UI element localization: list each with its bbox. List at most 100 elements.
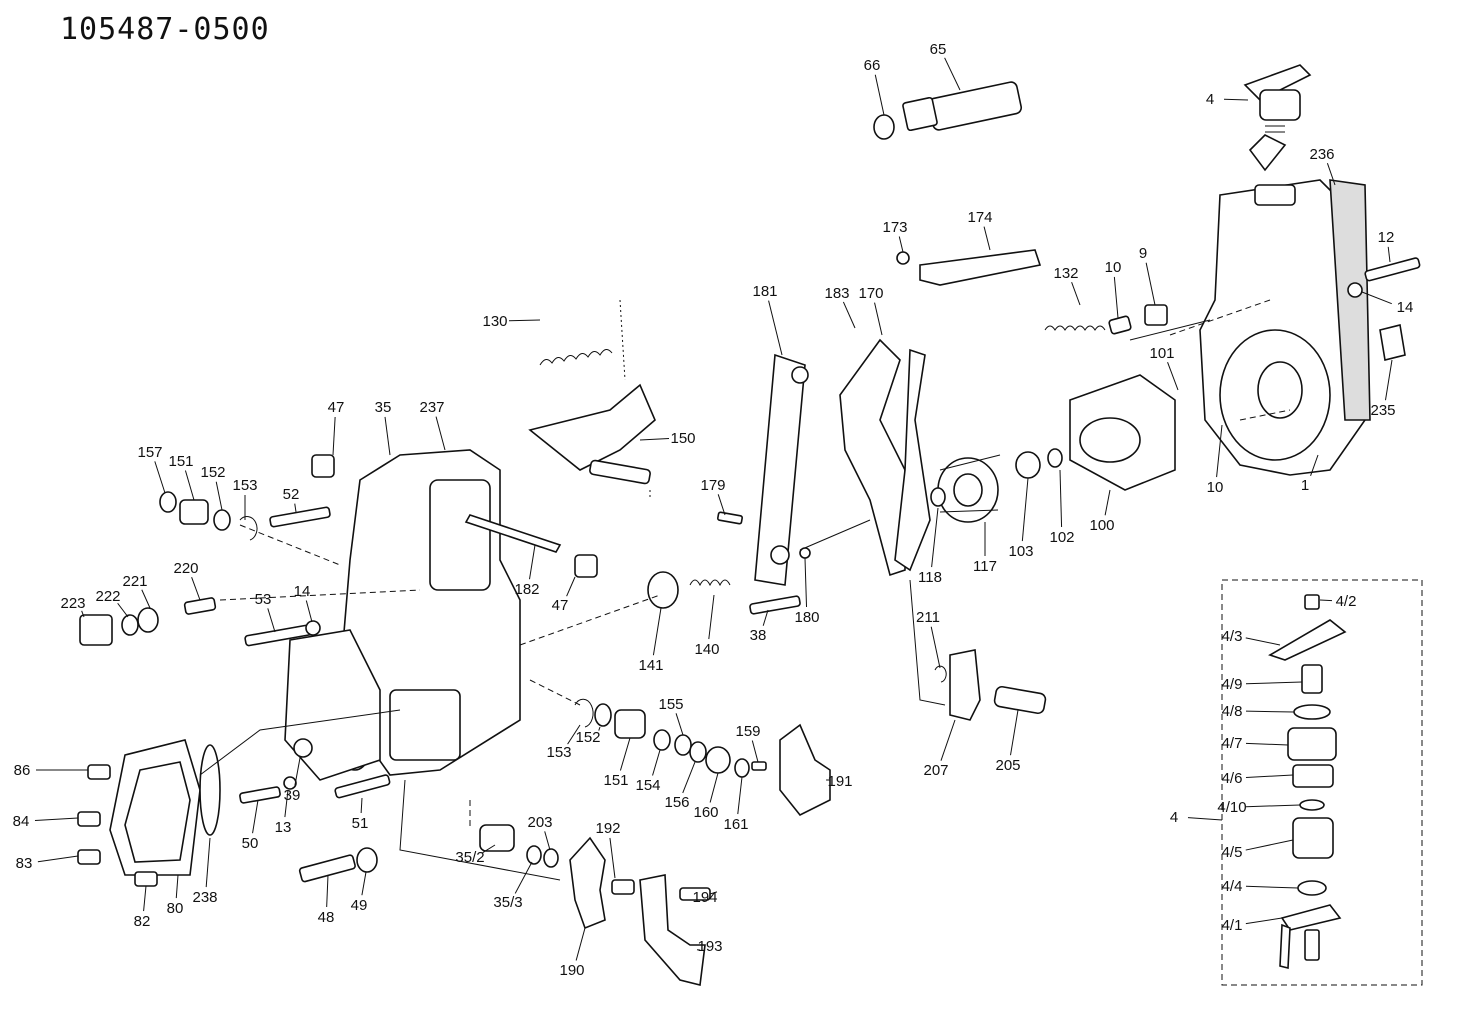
callout-label: 151 xyxy=(168,453,193,470)
callout-label: 4/7 xyxy=(1222,735,1243,752)
callout-label: 103 xyxy=(1008,543,1033,560)
callout-140: 140 xyxy=(694,594,720,658)
callout-10: 10 xyxy=(1105,259,1121,319)
spring-140-icon xyxy=(689,579,731,587)
callout-9: 9 xyxy=(1139,245,1156,306)
callout-13: 13 xyxy=(275,789,292,836)
callout-leader xyxy=(1245,804,1301,808)
callout-label: 101 xyxy=(1149,345,1174,362)
callout-4-9: 4/9 xyxy=(1222,676,1303,693)
callout-label: 117 xyxy=(973,558,997,575)
bolt-51-icon xyxy=(334,774,391,799)
clip-153b-icon xyxy=(574,698,594,728)
callout-label: 49 xyxy=(351,897,368,914)
callout-leader xyxy=(609,837,616,879)
callout-label: 13 xyxy=(275,819,292,836)
callout-leader xyxy=(1245,839,1294,851)
callout-label: 161 xyxy=(723,816,748,833)
rod-182-icon xyxy=(464,514,562,553)
callout-label: 179 xyxy=(700,477,725,494)
clip-153-icon xyxy=(239,516,258,541)
plug-35-2-icon xyxy=(479,824,515,852)
callout-label: 152 xyxy=(575,729,600,746)
callout-236: 236 xyxy=(1309,146,1336,186)
ring-154-icon xyxy=(653,729,671,751)
callout-153: 153 xyxy=(546,724,581,761)
callout-52: 52 xyxy=(283,486,299,513)
callout-label: 193 xyxy=(697,938,722,955)
pin-159-icon xyxy=(751,761,767,771)
callout-label: 181 xyxy=(752,283,777,300)
callout-label: 223 xyxy=(60,595,85,612)
callout-221: 221 xyxy=(122,573,151,609)
callout-4-4: 4/4 xyxy=(1222,878,1299,895)
callout-86: 86 xyxy=(14,762,88,779)
callout-49: 49 xyxy=(351,871,368,914)
callout-label: 157 xyxy=(137,444,162,461)
callout-leader xyxy=(1021,477,1029,542)
callout-leader xyxy=(1145,262,1156,306)
ring-157-icon xyxy=(159,491,177,513)
callout-label: 80 xyxy=(167,900,184,917)
callout-leader xyxy=(37,855,79,863)
washer-141-icon xyxy=(647,571,679,609)
clip-235-icon xyxy=(1379,324,1406,361)
callout-label: 237 xyxy=(419,399,444,416)
callout-235: 235 xyxy=(1370,359,1396,419)
callout-4-10: 4/10 xyxy=(1217,799,1301,816)
callout-leader xyxy=(294,503,297,513)
callout-leader xyxy=(529,544,536,580)
callout-label: 4/9 xyxy=(1222,676,1243,693)
callout-leader xyxy=(737,776,743,815)
washer-14-icon xyxy=(305,620,321,636)
callout-label: 4/6 xyxy=(1222,770,1243,787)
callout-47: 47 xyxy=(328,399,344,456)
spring-132-icon xyxy=(1044,325,1106,331)
callout-label: 35 xyxy=(375,399,392,416)
bolt-48-icon xyxy=(298,854,356,883)
callout-label: 118 xyxy=(918,569,942,586)
callout-101: 101 xyxy=(1149,345,1179,391)
callout-194: 194 xyxy=(692,889,717,906)
bolt-84-icon xyxy=(77,811,101,827)
lever-170-icon xyxy=(839,338,931,577)
callout-leader xyxy=(1187,817,1223,821)
callout-label: 203 xyxy=(527,814,552,831)
callout-211: 211 xyxy=(916,609,941,669)
callout-132: 132 xyxy=(1053,265,1081,306)
callout-38: 38 xyxy=(750,609,769,644)
callout-152: 152 xyxy=(575,726,601,746)
callout-leader xyxy=(567,724,581,745)
pin-205-icon xyxy=(993,685,1047,715)
bolt-47-icon xyxy=(311,454,335,478)
callout-leader xyxy=(619,737,631,771)
lever-191-icon xyxy=(779,723,831,817)
callout-label: 190 xyxy=(559,962,584,979)
inset-parts xyxy=(1268,594,1347,970)
actuator-4-icon xyxy=(1243,64,1312,172)
callout-label: 150 xyxy=(670,430,695,447)
callout-35-2: 35/2 xyxy=(455,844,496,866)
nut-49-icon xyxy=(356,847,378,873)
callout-leader xyxy=(940,719,956,761)
pump-housing-icon xyxy=(284,449,521,781)
callout-4-3: 4/3 xyxy=(1222,628,1281,646)
callout-12: 12 xyxy=(1378,229,1394,263)
callout-47: 47 xyxy=(552,576,576,614)
callout-label: 140 xyxy=(694,641,719,658)
callout-207: 207 xyxy=(923,719,956,779)
callout-190: 190 xyxy=(559,927,586,979)
callout-leader xyxy=(360,797,363,814)
callout-leader xyxy=(598,726,601,731)
callout-label: 192 xyxy=(595,820,620,837)
detail-inset-box xyxy=(1221,579,1423,986)
callout-leader xyxy=(944,57,961,91)
callout-label: 14 xyxy=(294,583,311,600)
shaft-65-icon xyxy=(873,81,1023,140)
callout-label: 220 xyxy=(173,560,198,577)
callout-14: 14 xyxy=(294,583,313,623)
callout-152: 152 xyxy=(200,464,226,511)
callout-label: 173 xyxy=(882,219,907,236)
ring-160-icon xyxy=(705,746,731,774)
callout-35: 35 xyxy=(375,399,392,456)
